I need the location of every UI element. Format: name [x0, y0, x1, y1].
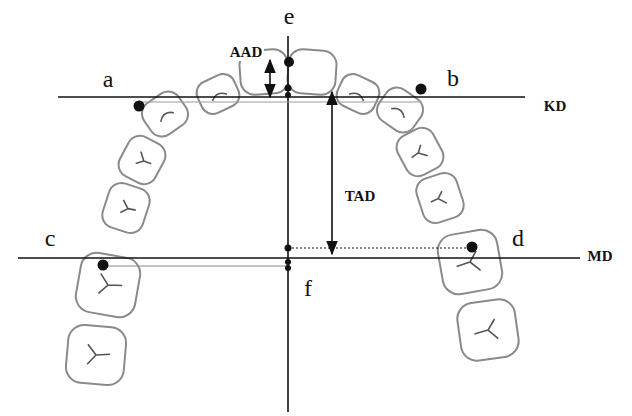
- groove: [408, 144, 427, 163]
- tooth: [73, 250, 143, 320]
- line-label: KD: [542, 98, 569, 115]
- groove: [158, 109, 173, 121]
- dimension-label: TAD: [343, 188, 378, 205]
- landmark-dots: [98, 57, 478, 271]
- dot: [467, 242, 478, 253]
- tooth: [99, 180, 153, 237]
- point-label: a: [103, 67, 114, 91]
- dot: [285, 265, 291, 271]
- tooth-grooves: [86, 91, 498, 367]
- dotted-line: [288, 248, 470, 249]
- projection-line: [103, 266, 288, 267]
- tad-arrow: [331, 92, 333, 254]
- groove: [454, 251, 480, 275]
- groove: [119, 200, 137, 217]
- tooth: [114, 131, 170, 189]
- dot: [134, 101, 145, 112]
- tooth: [65, 324, 128, 387]
- groove: [135, 151, 154, 170]
- dot: [285, 85, 292, 92]
- tooth: [413, 170, 467, 227]
- tooth: [287, 48, 338, 95]
- groove: [97, 274, 123, 298]
- point-label: d: [512, 226, 524, 250]
- line-label: MD: [586, 248, 615, 265]
- aad-arrow: [269, 60, 271, 97]
- dot: [98, 260, 109, 271]
- point-label: b: [447, 66, 459, 90]
- dot: [284, 57, 294, 67]
- tooth: [193, 70, 244, 118]
- teeth: [65, 48, 521, 386]
- tooth: [435, 227, 505, 297]
- point-label: c: [45, 226, 56, 250]
- point-label: f: [304, 276, 312, 300]
- point-label: e: [284, 4, 295, 28]
- groove: [429, 191, 447, 208]
- projection-line: [139, 102, 421, 103]
- groove: [391, 105, 406, 117]
- dimension-label: AAD: [228, 44, 265, 61]
- tooth: [137, 86, 193, 141]
- dot: [285, 259, 291, 265]
- tooth: [392, 123, 448, 181]
- groove: [211, 91, 227, 101]
- groove: [349, 91, 365, 101]
- groove: [473, 319, 499, 342]
- reference-lines: [18, 36, 580, 412]
- dot: [416, 84, 427, 95]
- kd-line: [58, 96, 525, 98]
- tooth: [455, 297, 521, 363]
- dot: [285, 245, 292, 252]
- groove: [86, 344, 111, 366]
- md-line: [18, 257, 580, 259]
- tooth: [333, 70, 384, 118]
- dot: [285, 92, 291, 98]
